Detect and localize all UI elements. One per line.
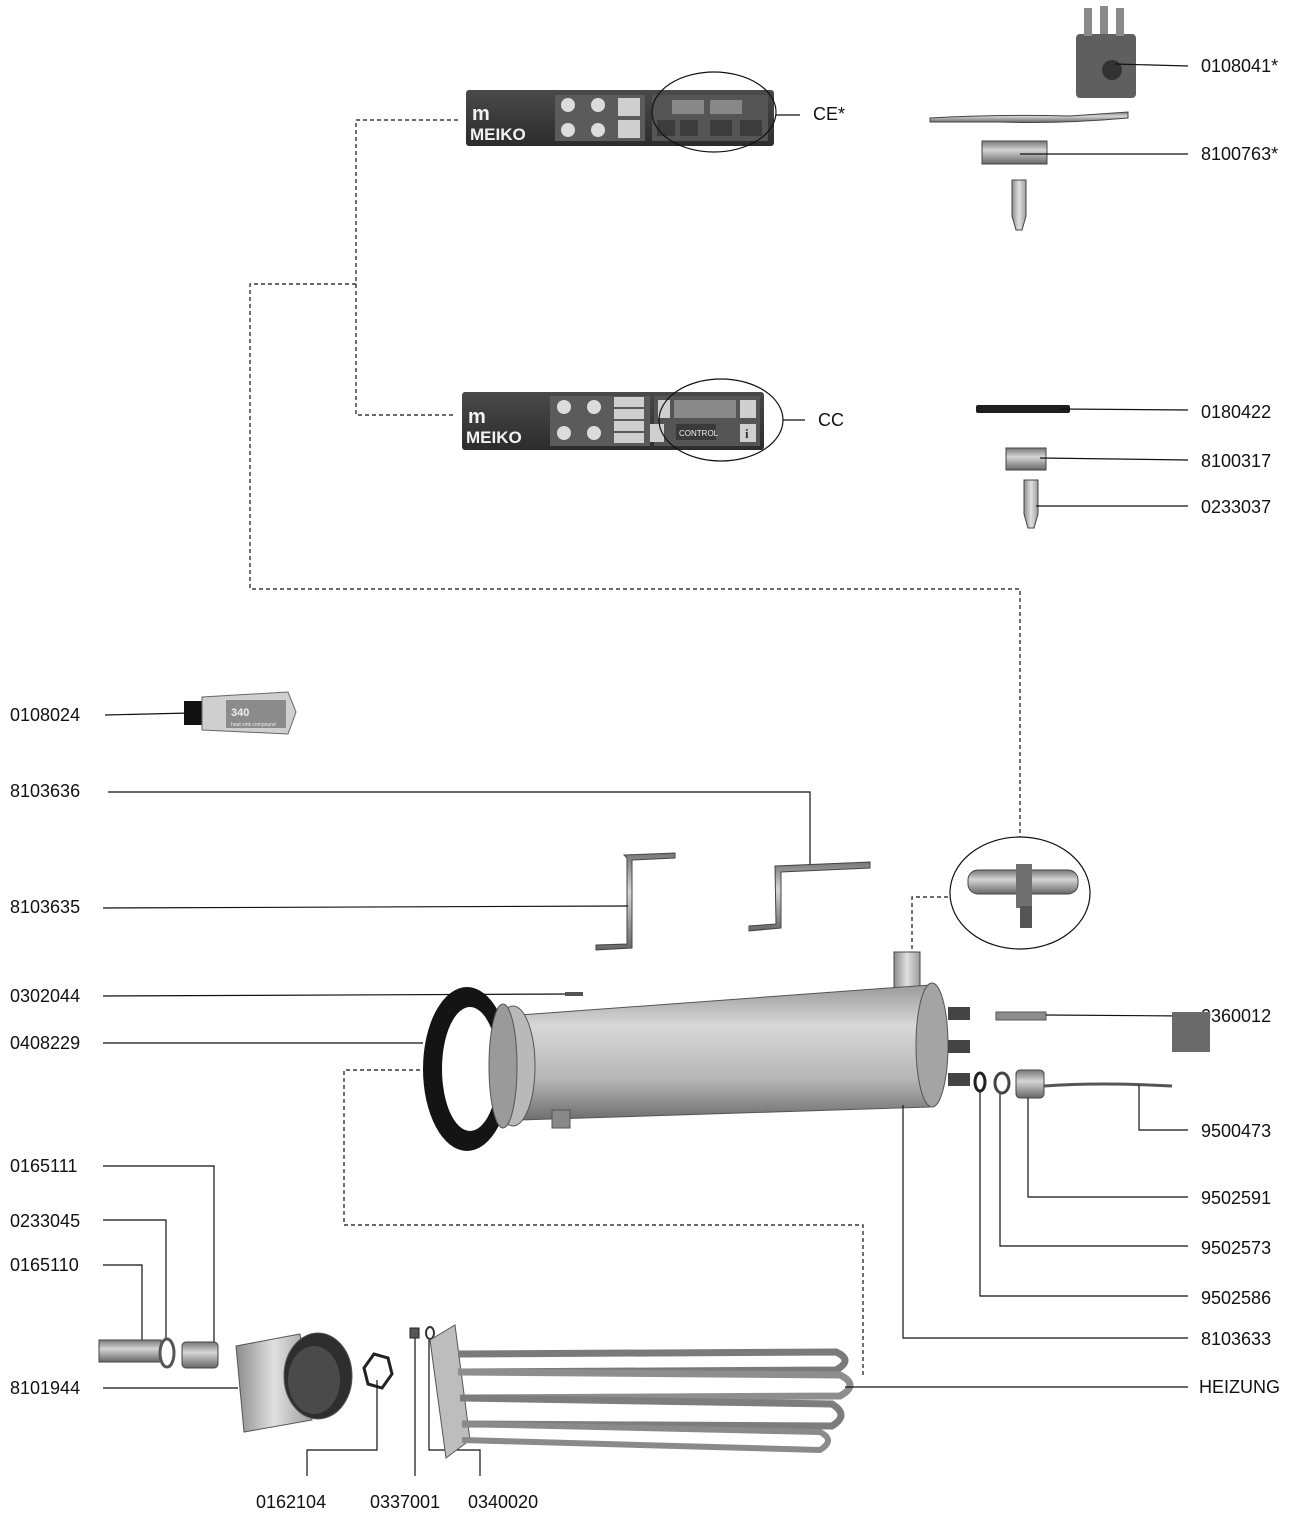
heating-element: HEIZUNG bbox=[430, 1325, 1280, 1458]
label-8100763: 8100763* bbox=[1201, 144, 1278, 164]
detail-circle-link bbox=[912, 897, 948, 955]
pressure-switch-9500473 bbox=[1172, 1012, 1210, 1052]
bracket-8103636 bbox=[749, 862, 870, 931]
label-0337001: 0337001 bbox=[370, 1492, 440, 1512]
mounting-brackets: 8103636 8103635 bbox=[10, 781, 870, 950]
label-8100317: 8100317 bbox=[1201, 451, 1271, 471]
boiler-tank: 8103633 bbox=[489, 952, 1271, 1349]
control-badge-text: CONTROL bbox=[679, 429, 719, 438]
label-0165111: 0165111 bbox=[10, 1156, 77, 1176]
tube-text-compound: heat sink compound bbox=[231, 722, 276, 728]
label-0302044: 0302044 bbox=[10, 986, 80, 1006]
on-button-icon bbox=[591, 98, 605, 112]
off-button-icon bbox=[591, 123, 605, 137]
on-button-icon bbox=[561, 98, 575, 112]
label-0108041: 0108041* bbox=[1201, 56, 1278, 76]
play-button-icon bbox=[618, 98, 640, 116]
label-8103636: 8103636 bbox=[10, 781, 80, 801]
label-8103635: 8103635 bbox=[10, 897, 80, 917]
sensor-sleeve-8100317 bbox=[1006, 448, 1046, 470]
nut-0337001 bbox=[410, 1328, 419, 1338]
ce-thermostat-parts: 0108041* 8100763* bbox=[930, 6, 1278, 230]
cc-display bbox=[674, 400, 736, 418]
right-fittings: 0360012 9500473 9502591 9502573 9502586 bbox=[975, 1006, 1271, 1308]
label-0233037: 0233037 bbox=[1201, 497, 1271, 517]
ce-brand: MEIKO bbox=[470, 125, 526, 144]
label-8101944: 8101944 bbox=[10, 1378, 80, 1398]
heat-sink-compound-tube: 0108024 340 heat sink compound bbox=[10, 692, 296, 734]
temperature-sensor-0180422 bbox=[976, 405, 1070, 413]
tank-body-8103633 bbox=[520, 985, 940, 1120]
screw-0302044 bbox=[565, 992, 583, 996]
label-0360012: 0360012 bbox=[1201, 1006, 1271, 1026]
label-0408229: 0408229 bbox=[10, 1033, 80, 1053]
label-8103633: 8103633 bbox=[1201, 1329, 1271, 1349]
arrow-right-icon bbox=[740, 400, 756, 418]
drain-icon bbox=[587, 426, 601, 440]
cc-logo-letter: m bbox=[468, 406, 486, 428]
ring-9502573 bbox=[995, 1073, 1009, 1093]
tube-cap bbox=[184, 701, 202, 725]
nut-9502591 bbox=[1016, 1070, 1044, 1098]
fast-forward-button-icon bbox=[618, 120, 640, 138]
bracket-8103635 bbox=[596, 853, 675, 950]
wash-program-icon bbox=[587, 400, 601, 414]
thermostat-branch-line bbox=[250, 284, 1020, 837]
off-button-icon bbox=[561, 123, 575, 137]
label-9500473: 9500473 bbox=[1201, 1121, 1271, 1141]
off-button-icon bbox=[557, 426, 571, 440]
sensor-clamp-detail bbox=[950, 837, 1090, 949]
tube-text-340: 340 bbox=[231, 707, 249, 719]
warning-icon bbox=[657, 120, 675, 136]
sensor-sleeve-8100763 bbox=[982, 141, 1047, 164]
cc-label: CC bbox=[818, 410, 844, 430]
heizung-label: HEIZUNG bbox=[1199, 1377, 1280, 1397]
lower-left-parts: 0165111 0233045 0165110 8101944 0162104 … bbox=[10, 1156, 538, 1512]
hex-nut-0162104 bbox=[364, 1354, 392, 1388]
pin-0360012 bbox=[996, 1012, 1046, 1020]
label-9502573: 9502573 bbox=[1201, 1238, 1271, 1258]
cc-sensor-parts: 0180422 8100317 0233037 bbox=[976, 402, 1271, 528]
washer-0340020 bbox=[426, 1327, 434, 1339]
capillary-tube bbox=[930, 112, 1128, 123]
label-0162104: 0162104 bbox=[256, 1492, 326, 1512]
label-0180422: 0180422 bbox=[1201, 402, 1271, 422]
connection-lines bbox=[250, 120, 1020, 1375]
ce-control-panel: m MEIKO CE* bbox=[466, 72, 845, 152]
panel-branch-line bbox=[356, 120, 458, 415]
label-0340020: 0340020 bbox=[468, 1492, 538, 1512]
tank-top-nozzle bbox=[894, 952, 920, 988]
clamp-0233045 bbox=[160, 1339, 174, 1367]
label-0165110: 0165110 bbox=[10, 1255, 79, 1275]
tank-bottom-nozzle bbox=[552, 1110, 570, 1128]
ce-logo-letter: m bbox=[472, 103, 490, 125]
label-9502586: 9502586 bbox=[1201, 1288, 1271, 1308]
cc-brand: MEIKO bbox=[466, 428, 522, 447]
label-0108024: 0108024 bbox=[10, 705, 80, 725]
cc-control-panel: m MEIKO CONTROL i CC bbox=[462, 379, 844, 461]
svg-text:i: i bbox=[745, 426, 749, 441]
label-0233045: 0233045 bbox=[10, 1211, 80, 1231]
washer-9502586 bbox=[975, 1073, 985, 1091]
ce-display-left bbox=[672, 100, 704, 114]
hose-0165110 bbox=[99, 1340, 161, 1362]
sensor-holder-0233037 bbox=[1024, 480, 1038, 528]
on-button-icon bbox=[557, 400, 571, 414]
ce-label: CE* bbox=[813, 104, 845, 124]
ce-display-right bbox=[710, 100, 742, 114]
label-9502591: 9502591 bbox=[1201, 1188, 1271, 1208]
nipple-0165111 bbox=[182, 1342, 218, 1368]
sensor-holder bbox=[1012, 180, 1026, 230]
wash-icon bbox=[680, 120, 698, 136]
